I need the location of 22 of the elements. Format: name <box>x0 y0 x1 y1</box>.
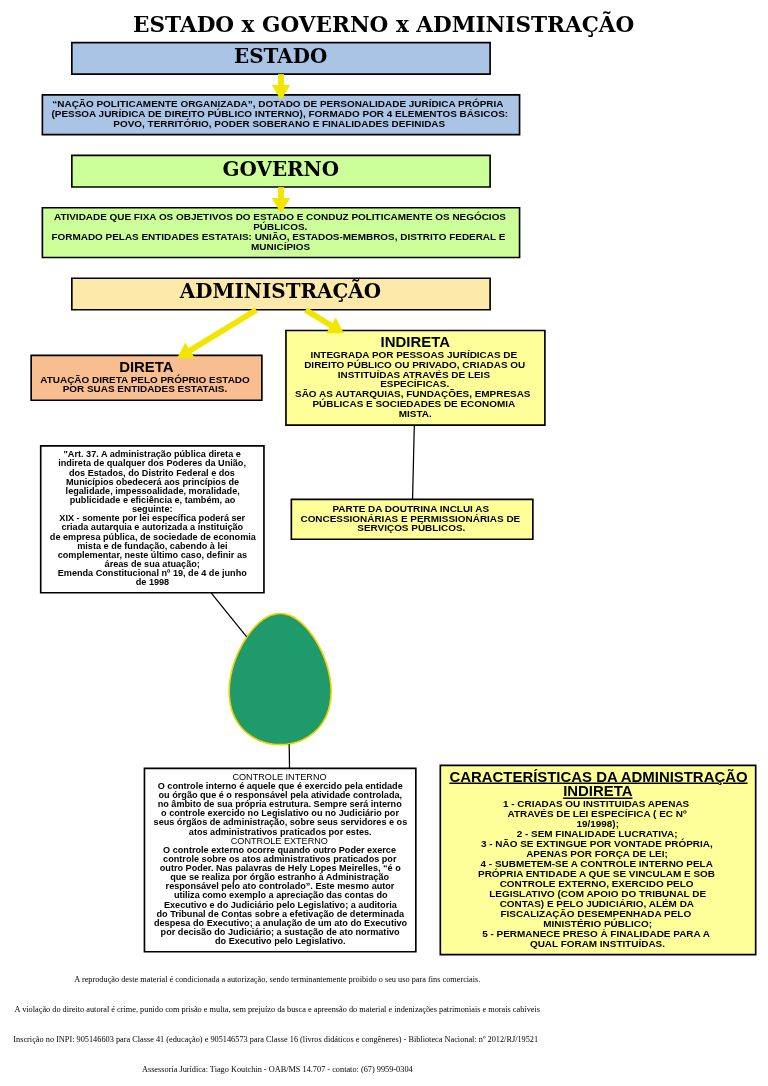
label: A reprodução deste material é condicionada a autorização, sendo terminantemente proibido o seu uso para fins comerciais. <box>73 975 480 985</box>
label: A violação do direito autoral é crime, punido com prisão e multa, sem prejuízo da busca e apreensão do material e indenizações patrimoniais e morais cabíveis <box>14 1004 540 1014</box>
node-box: ATIVIDADE QUE FIXA OS OBJETIVOS DO ESTADO E CONDUZ POLITICAMENTE OS NEGÓCIOS PÚBLICOS. FORMADO PELAS ENTIDADES ESTATAIS: UNIÃO, ESTADOS-MEMBROS, DISTRITO FEDERAL E MUNICÍPIOS <box>41 206 520 259</box>
node-box: “NAÇÃO POLITICAMENTE ORGANIZADA”, DOTADO DE PERSONALIDADE JURÍDICA PRÓPRIA (PESSOA JURÍDICA DE DIREITO PÚBLICO INTERNO), FORMADO POR 4 ELEMENTOS BÁSICOS: POVO, TERRITÓRIO, PODER SOBERANO E FINALIDADES DEFINIDAS <box>41 94 520 136</box>
arrow <box>176 307 258 359</box>
node-box: ADMINISTRAÇÃO <box>70 277 491 311</box>
node-box: CARACTERÍSTICAS DA ADMINISTRAÇÃO INDIRETA 1 - CRIADAS OU INSTITUIDAS APENAS ATRAVÉS DE LEI ESPECÍFICA ( EC Nº 19/1998); 2 - SEM FINALIDADE LUCRATIVA; 3 - NÃO SE EXTINGUE POR VONTADE PRÓPRIA, APENAS POR FORÇA DE LEI; 4 - SUBMETEM-SE A CONTROLE INTERNO PELA PRÓPRIA ENTIDADE A QUE SE VINCULAM E SOB CONTROLE EXTERNO, EXERCIDO PELO LEGISLATIVO (COM APOIO DO TRIBUNAL DE CONTAS) E PELO JUDICIÁRIO, ALÉM DA FISCALIZAÇÃO DESEMPENHADA PELO MINISTÉRIO PÚBLICO; 5 - PERMANECE PRESO À FINALIDADE PARA A QUAL FORAM INSTITUÍDAS. <box>439 764 756 956</box>
node-box: CONTROLE INTERNO O controle interno é aquele que é exercido pela entidade ou órgão que é o responsável pela atividade controlada, no âmbito de sua própria estrutura. Sempre será interno o controle exercido no Legislativo ou no Judiciário por seus órgãos de administração, sobre seus servidores e os atos administrativos praticados por estes. CONTROLE EXTERNO O controle externo ocorre quando outro Poder exerce controle sobre os atos administrativos praticados por outro Poder. Nas palavras de Hely Lopes Meirelles, “é o que se realiza por órgão estranho à Administração responsável pelo ato controlado”. Este mesmo autor utiliza como exemplo a apreciação das contas do Executivo e do Judiciário pelo Legislativo; a auditoria do Tribunal de Contas sobre a efetivação de determinada despesa do Executivo; a anulação de um ato do Executivo por decisão do Judiciário; a sustação de ato normativo do Executivo pelo Legislativo. <box>143 767 417 953</box>
label: Inscrição no INPI: 905146603 para Classe 41 (educação) e 905146573 para Classe 16 (livros didáticos e congêneres) - Biblioteca Nacional: nº 2012/RJ/19521 <box>12 1034 538 1044</box>
connector <box>210 592 247 638</box>
arrow <box>303 307 344 334</box>
label: Assessoria Jurídica: Tiago Koutchin - OAB/MS 14.707 - contato: (67) 9959-0304 <box>141 1064 413 1074</box>
node-box: PARTE DA DOUTRINA INCLUI AS CONCESSIONÁRIAS E PERMISSIONÁRIAS DE SERVIÇOS PÚBLICOS. <box>290 498 534 541</box>
node-box: INDIRETA INTEGRADA POR PESSOAS JURÍDICAS DE DIREITO PÚBLICO OU PRIVADO, CRIADAS OU INSTITUÍDAS ATRAVÉS DE LEIS ESPECÍFICAS. SÃO AS AUTARQUIAS, FUNDAÇÕES, EMPRESAS PÚBLICAS E SOCIEDADES DE ECONOMIA MISTA. <box>284 329 546 426</box>
node-box: ESTADO <box>70 41 491 75</box>
node-box: "Art. 37. A administração pública direta e indireta de qualquer dos Poderes da União, dos Estados, do Distrito Federal e dos Municípios obedecerá aos princípios de legalidade, impessoalidade, moralidade, publicidade e eficiência e, também, ao seguinte: XIX - somente por lei específica poderá ser criada autarquia e autorizada a instituição de empresa pública, de sociedade de economia mista e de fundação, cabendo à lei complementar, neste último caso, definir as áreas de sua atuação; Emenda Constitucional nº 19, de 4 de junho de 1998 <box>39 445 265 594</box>
node-picture <box>227 612 332 746</box>
diagram-title: ESTADO x GOVERNO x ADMINISTRAÇÃO <box>132 11 634 37</box>
node-box: GOVERNO <box>70 154 491 188</box>
node-box: DIRETA ATUAÇÃO DIRETA PELO PRÓPRIO ESTADO POR SUAS ENTIDADES ESTATAIS. <box>29 354 263 402</box>
connector <box>411 424 415 500</box>
connector <box>288 743 290 769</box>
